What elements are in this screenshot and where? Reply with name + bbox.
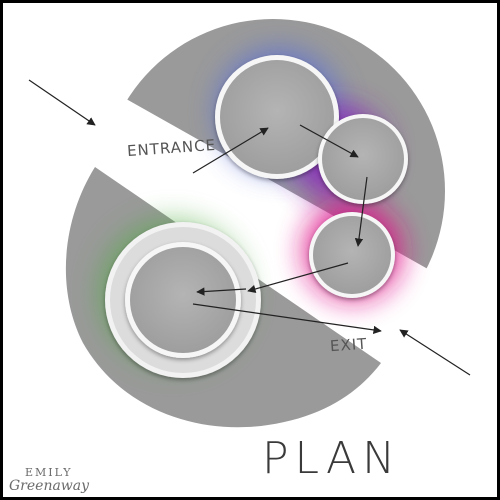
arrow-entry-outer <box>28 79 96 126</box>
room-small-right <box>309 212 395 298</box>
arrow-exit-outer <box>399 329 471 376</box>
signature-first-name: EMILY <box>25 466 73 479</box>
arrow-large-to-exit <box>192 303 382 335</box>
plan-title: PLAN <box>262 433 402 484</box>
plan-canvas: ENTRANCE EXIT PLAN EMILY Greenaway <box>3 3 497 497</box>
room-large-bottom-left <box>105 222 261 378</box>
arrow-top-to-medium <box>299 124 359 158</box>
floor-plan-diagram <box>28 19 471 428</box>
signature-logo: EMILY Greenaway <box>9 467 89 493</box>
arrow-small-to-large-a <box>247 262 349 294</box>
room-large-top <box>215 55 339 179</box>
exit-label: EXIT <box>329 334 368 356</box>
arrow-medium-to-small <box>354 176 368 247</box>
signature-last-name: Greenaway <box>9 478 90 494</box>
arrow-small-to-large-b <box>196 287 247 296</box>
room-medium-right <box>318 114 408 204</box>
arrow-entry-to-top-room <box>192 127 269 174</box>
